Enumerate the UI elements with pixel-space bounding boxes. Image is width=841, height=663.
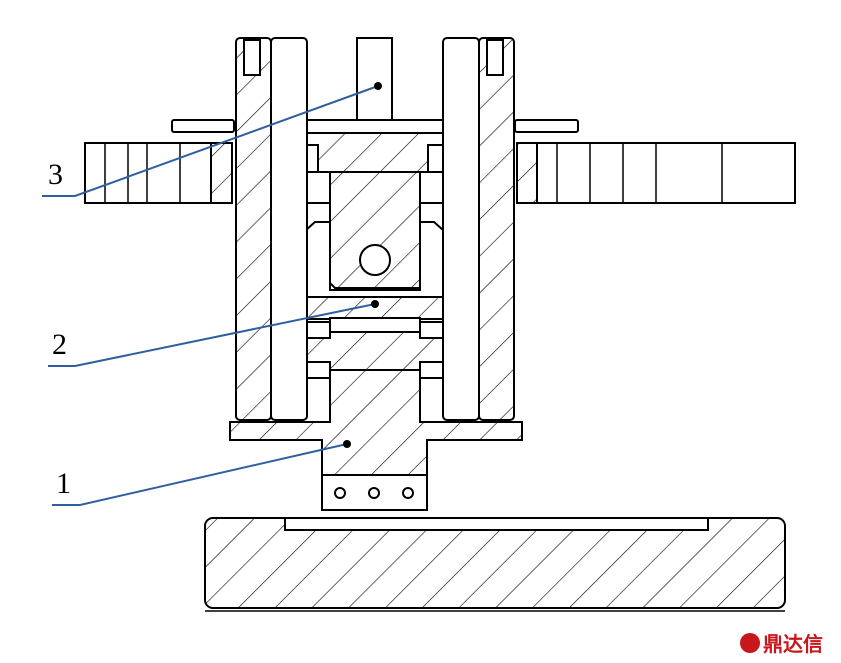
- left-side-plate: [84, 142, 233, 204]
- watermark-text: 鼎达信: [763, 632, 823, 656]
- right-side-plate: [516, 142, 796, 204]
- middle-spacer: [329, 317, 421, 333]
- leader-1: [52, 440, 351, 506]
- workpiece-plate: [204, 517, 786, 609]
- left-flange: [171, 119, 235, 133]
- pin-hole: [359, 244, 391, 276]
- central-slider: [329, 171, 421, 289]
- plate-recess: [284, 517, 709, 531]
- leader-3: [42, 82, 382, 197]
- hole-icon: [368, 487, 380, 499]
- right-flange: [514, 119, 579, 133]
- label-part-1: 1: [56, 467, 71, 500]
- left-column: [235, 37, 308, 421]
- hole-icon: [402, 487, 414, 499]
- label-part-3: 3: [48, 158, 63, 191]
- center-post: [356, 37, 393, 121]
- hole-icon: [334, 487, 346, 499]
- watermark: 鼎达信: [740, 628, 823, 657]
- right-column: [442, 37, 515, 421]
- watermark-logo-icon: [740, 632, 760, 653]
- label-part-2: 2: [52, 328, 67, 361]
- leader-2: [48, 300, 379, 367]
